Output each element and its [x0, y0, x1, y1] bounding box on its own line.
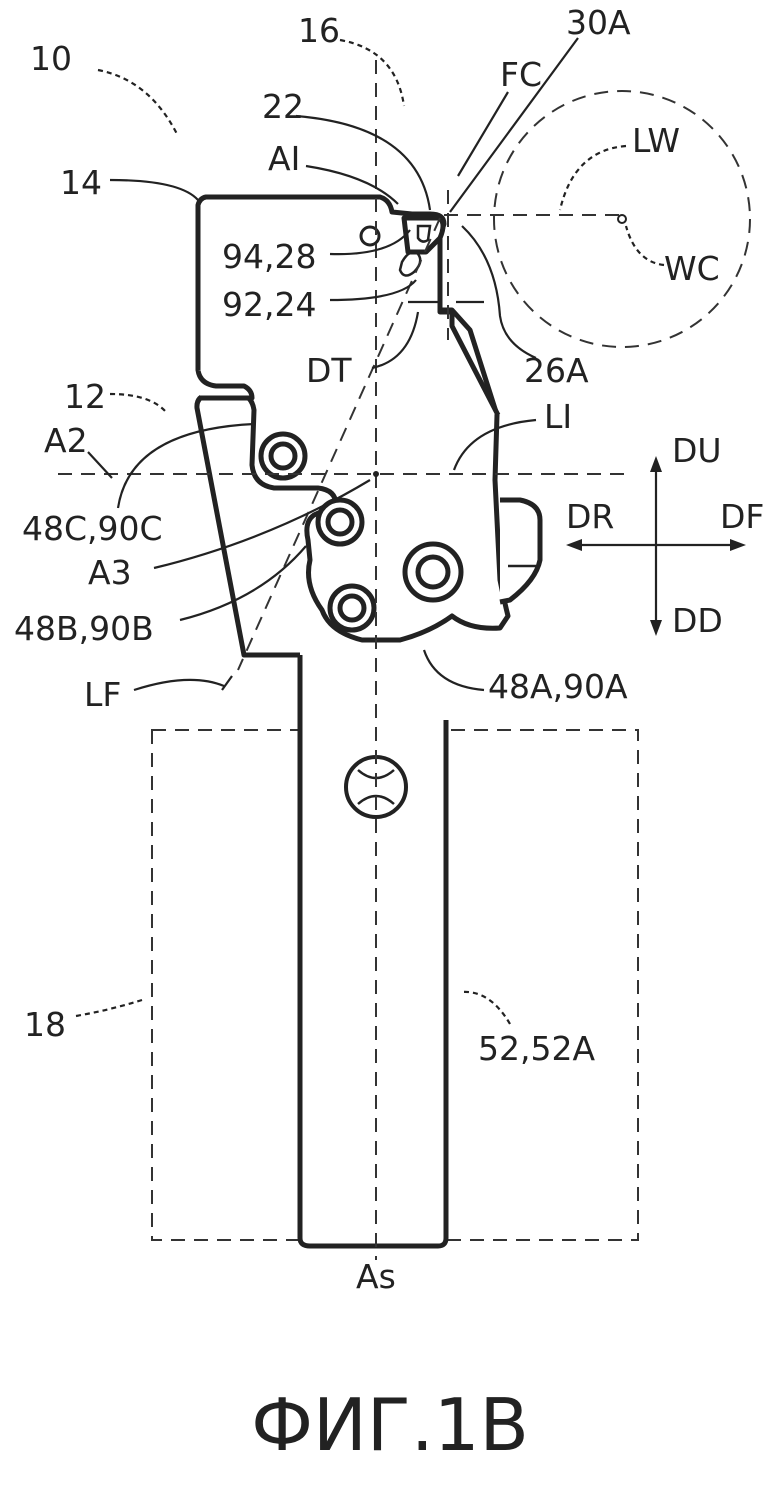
label-18: 18: [24, 1005, 66, 1044]
leader-fc: [458, 92, 508, 176]
label-dt: DT: [306, 351, 352, 390]
label-9428: 94,28: [222, 237, 316, 276]
screw-right: [405, 544, 461, 600]
label-fc: FC: [500, 55, 542, 94]
label-16: 16: [298, 11, 340, 50]
label-ai: AI: [268, 139, 300, 178]
label-26a: 26A: [524, 351, 589, 390]
label-12: 12: [64, 377, 106, 416]
figure-caption: ФИГ.1В: [251, 1383, 529, 1467]
label-22: 22: [262, 87, 304, 126]
label-14: 14: [60, 163, 102, 202]
label-30a: 30A: [566, 3, 631, 42]
workpiece-center: [618, 215, 626, 223]
label-dr: DR: [566, 497, 614, 536]
label-10: 10: [30, 39, 72, 78]
screw-lower: [330, 586, 374, 630]
screw-upper: [318, 500, 362, 544]
leader-lf: [134, 680, 224, 690]
label-wc: WC: [664, 249, 720, 288]
label-as: As: [356, 1257, 396, 1296]
leader-48a: [424, 650, 484, 690]
label-lf: LF: [84, 675, 121, 714]
clamp-lever: [500, 500, 540, 602]
label-48c: 48C,90C: [22, 509, 163, 548]
label-48b: 48B,90B: [14, 609, 154, 648]
shank: [300, 655, 446, 1246]
label-df: DF: [720, 497, 764, 536]
leader-12: [110, 394, 166, 412]
label-52: 52,52A: [478, 1029, 595, 1068]
lf-tick: [222, 676, 232, 690]
label-lw: LW: [632, 121, 680, 160]
label-dd: DD: [672, 601, 723, 640]
label-li: LI: [544, 397, 572, 436]
point-a3: [373, 471, 379, 477]
leader-16: [340, 40, 404, 106]
leader-lw: [560, 146, 626, 210]
label-9224: 92,24: [222, 285, 316, 324]
label-a3: A3: [88, 553, 132, 592]
label-48a: 48A,90A: [488, 667, 628, 706]
leader-18: [76, 1000, 142, 1016]
leader-wc: [626, 226, 664, 265]
leader-14: [110, 180, 198, 200]
leader-10: [98, 70, 178, 136]
label-a2: A2: [44, 421, 88, 460]
screw-48c: [261, 434, 305, 478]
leader-52: [462, 992, 510, 1024]
label-du: DU: [672, 431, 722, 470]
